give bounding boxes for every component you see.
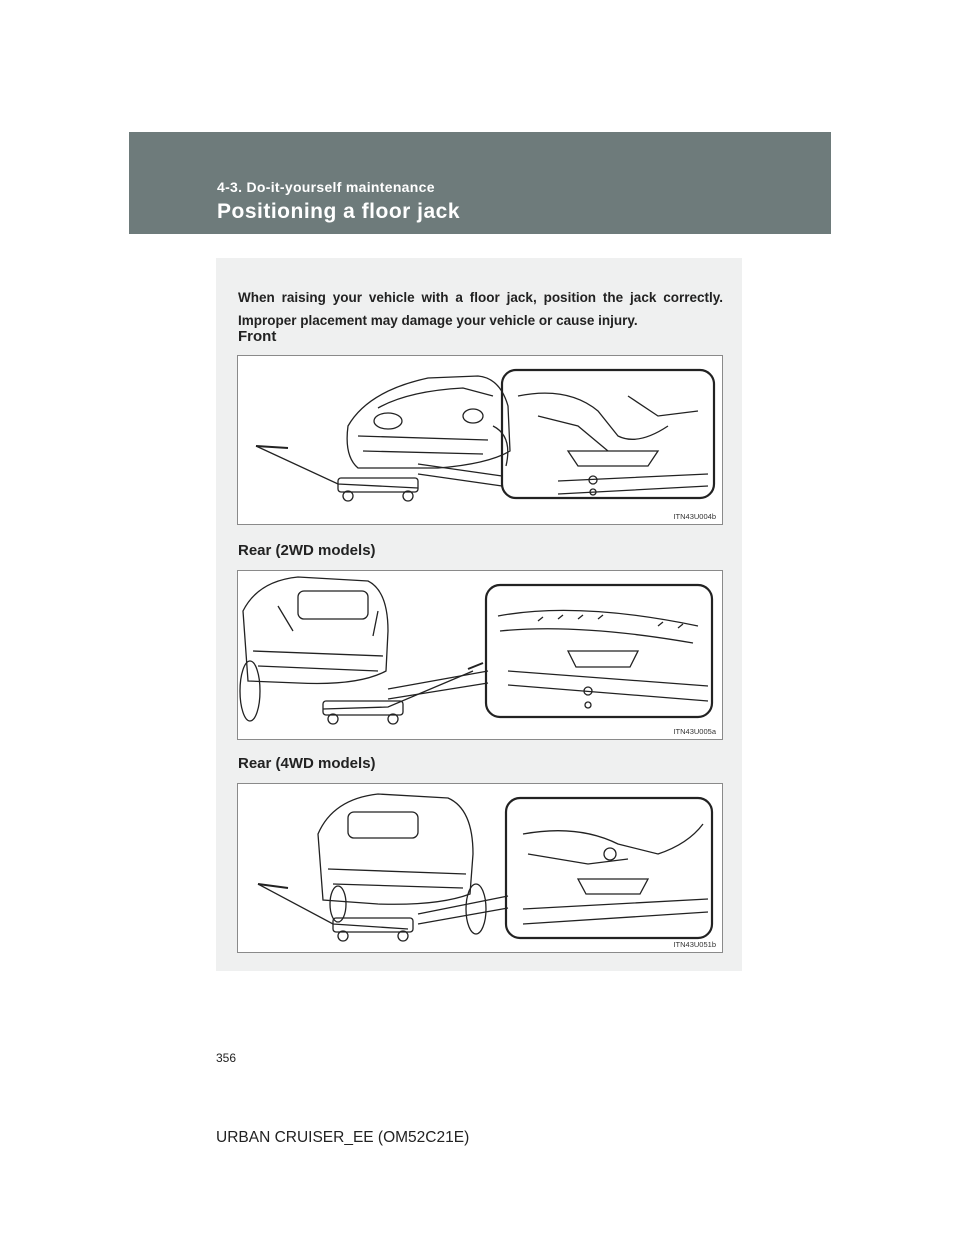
page-number: 356 [216, 1051, 237, 1065]
intro-text: When raising your vehicle with a floor j… [238, 290, 723, 328]
rear-4wd-jack-illustration [257, 793, 714, 942]
figure-front-jack-point: ITN43U004b [237, 355, 723, 525]
heading-rear-2wd: Rear (2WD models) [238, 542, 376, 559]
figure-code: ITN43U005a [673, 727, 716, 736]
content-panel: When raising your vehicle with a floor j… [216, 258, 742, 971]
figure-rear-2wd-jack-point: ITN43U005a [237, 570, 723, 740]
section-label: 4-3. Do-it-yourself maintenance [217, 179, 435, 195]
heading-rear-4wd: Rear (4WD models) [238, 755, 376, 772]
page-title: Positioning a floor jack [217, 200, 461, 223]
front-jack-illustration [255, 368, 716, 502]
footer-model-code: URBAN CRUISER_EE (OM52C21E) [216, 1129, 470, 1146]
figure-code: ITN43U004b [673, 512, 716, 521]
chapter-header: 4-3. Do-it-yourself maintenance Position… [129, 132, 831, 234]
heading-front: Front [238, 328, 277, 345]
figure-rear-4wd-jack-point: ITN43U051b [237, 783, 723, 953]
rear-2wd-jack-illustration [239, 576, 714, 725]
figure-code: ITN43U051b [673, 940, 716, 949]
